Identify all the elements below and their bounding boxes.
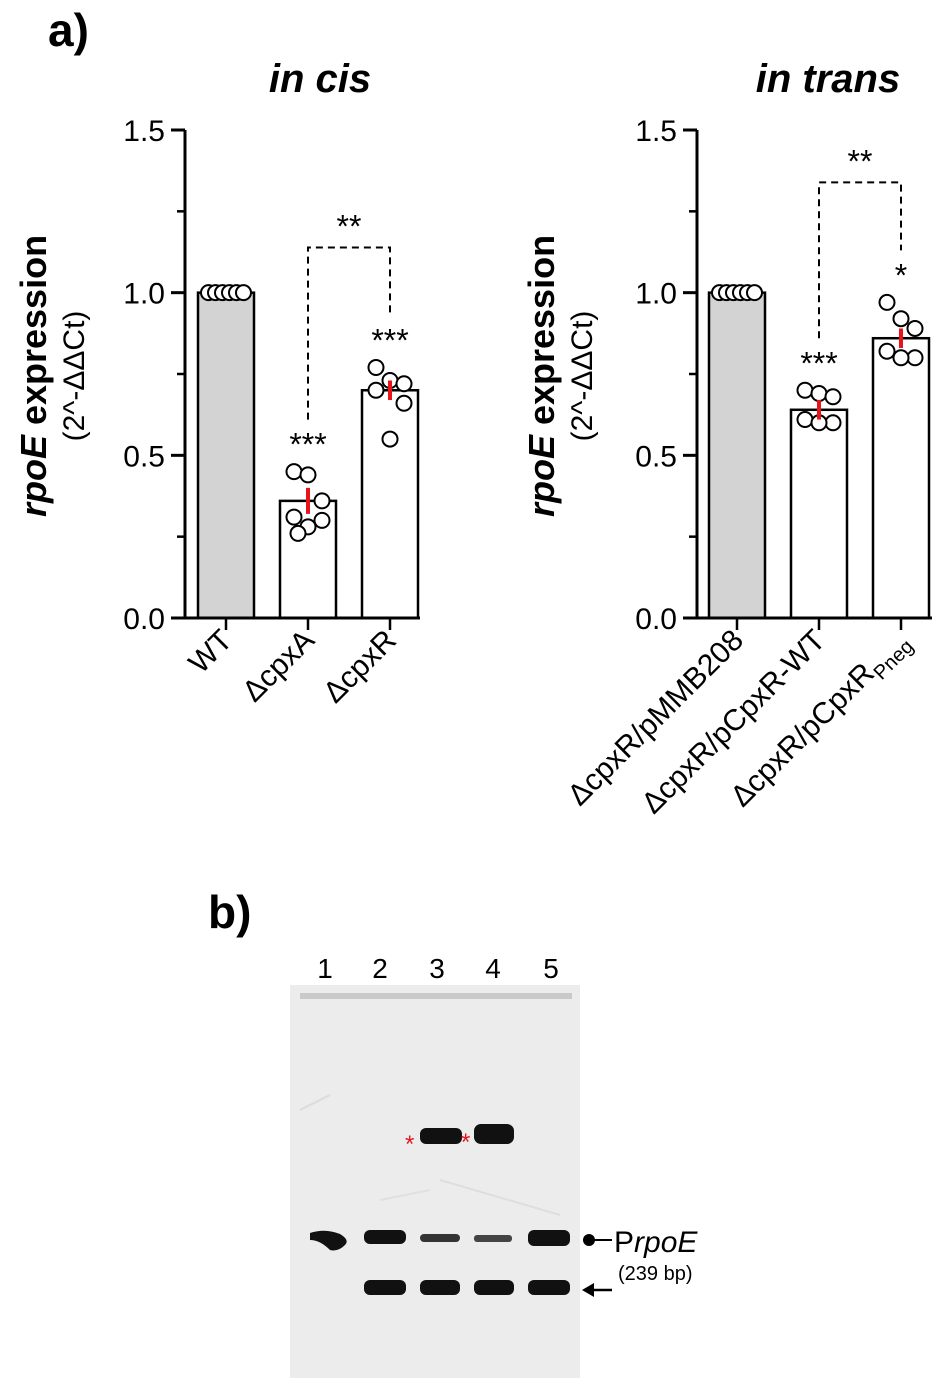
data-point — [367, 358, 385, 376]
data-point — [235, 284, 252, 302]
significance-label: * — [895, 257, 907, 293]
comparison-bracket — [307, 246, 391, 420]
y-tick-label: 0.0 — [635, 603, 677, 636]
data-point — [892, 310, 910, 328]
data-point — [906, 349, 924, 367]
data-point — [892, 349, 910, 367]
gel-image: 1 2 3 4 5 * * PrpoE (239 bp) — [290, 953, 698, 1378]
y-axis-label: rpoE expression — [13, 235, 54, 517]
probe-band-lane-1 — [310, 1230, 347, 1251]
bar — [789, 408, 849, 620]
lower-band-lane-2 — [364, 1280, 406, 1295]
probe-band-lane-4 — [474, 1235, 512, 1242]
data-point — [289, 524, 307, 542]
x-tick-label: WT — [183, 624, 239, 680]
data-point — [299, 466, 317, 484]
panel-label-b: b) — [208, 886, 251, 938]
y-tick-label: 1.0 — [635, 278, 677, 311]
data-point — [796, 411, 814, 429]
bar — [871, 336, 931, 620]
bar — [196, 291, 256, 620]
data-point — [285, 463, 303, 481]
y-tick-label: 1.5 — [123, 115, 165, 148]
significance-label: *** — [800, 345, 837, 381]
chart-in-trans: in trans rpoE expression (2^-ΔΔCt) 0.0 0.… — [521, 57, 932, 820]
x-tick-label: ΔcpxR — [317, 624, 403, 710]
y-tick-label: 0.0 — [123, 603, 165, 636]
comparison-label: ** — [848, 143, 873, 179]
y-tick-label: 1.5 — [635, 115, 677, 148]
gel-scratch — [439, 1179, 561, 1216]
data-point — [313, 492, 331, 510]
probe-label: PrpoE — [614, 1226, 698, 1259]
bar — [360, 389, 420, 620]
significance-label: *** — [289, 427, 326, 463]
gel-scratch — [299, 1094, 331, 1111]
lower-band-lane-4 — [474, 1280, 514, 1295]
data-point — [906, 319, 924, 337]
data-point — [824, 414, 842, 432]
data-point — [746, 284, 763, 302]
lower-band-arrow-head — [582, 1283, 594, 1297]
chart-title: in trans — [756, 57, 900, 101]
shifted-band-lane-4 — [474, 1124, 514, 1144]
gel-scratch — [379, 1189, 431, 1201]
data-point — [878, 342, 896, 360]
y-axis-sublabel: (2^-ΔΔCt) — [58, 311, 91, 442]
probe-band-lane-2 — [364, 1230, 406, 1244]
data-point — [395, 394, 413, 412]
y-axis-label: rpoE expression — [521, 235, 562, 517]
probe-band-lane-3 — [420, 1234, 460, 1242]
chart-title: in cis — [269, 57, 371, 101]
shifted-band-lane-3 — [420, 1128, 462, 1144]
lane-number: 5 — [543, 953, 559, 984]
lower-band-lane-3 — [420, 1280, 460, 1295]
comparison-label: ** — [337, 208, 362, 244]
data-point — [381, 430, 399, 448]
chart-in-cis: in cis rpoE expression (2^-ΔΔCt) 0.0 0.5 1… — [13, 57, 420, 709]
x-tick-label-subscript: Pneg — [870, 636, 919, 685]
data-point — [796, 381, 814, 399]
probe-band-lane-5 — [528, 1230, 570, 1246]
panel-label-a: a) — [48, 4, 89, 56]
gel-background — [290, 985, 580, 1378]
significance-label: *** — [371, 322, 408, 358]
y-tick-label: 0.5 — [123, 440, 165, 473]
data-point — [824, 388, 842, 406]
data-point — [878, 293, 896, 311]
probe-size: (239 bp) — [618, 1263, 693, 1285]
data-point — [810, 385, 828, 403]
y-tick-label: 1.0 — [123, 278, 165, 311]
data-point — [367, 381, 385, 399]
x-tick-label: ΔcpxA — [236, 624, 321, 709]
data-point — [313, 511, 331, 529]
lane-number: 2 — [372, 953, 388, 984]
gel-wells — [300, 993, 572, 999]
y-tick-label: 0.5 — [635, 440, 677, 473]
data-point — [395, 375, 413, 393]
y-axis-sublabel: (2^-ΔΔCt) — [566, 311, 599, 442]
comparison-bracket — [818, 181, 902, 339]
shift-marker: * — [405, 1131, 414, 1158]
lower-band-lane-5 — [528, 1280, 570, 1295]
lane-number: 3 — [429, 953, 445, 984]
data-point — [285, 508, 303, 526]
shift-marker: * — [461, 1129, 470, 1156]
bar — [707, 291, 767, 620]
lane-number: 1 — [317, 953, 333, 984]
lane-number: 4 — [485, 953, 501, 984]
